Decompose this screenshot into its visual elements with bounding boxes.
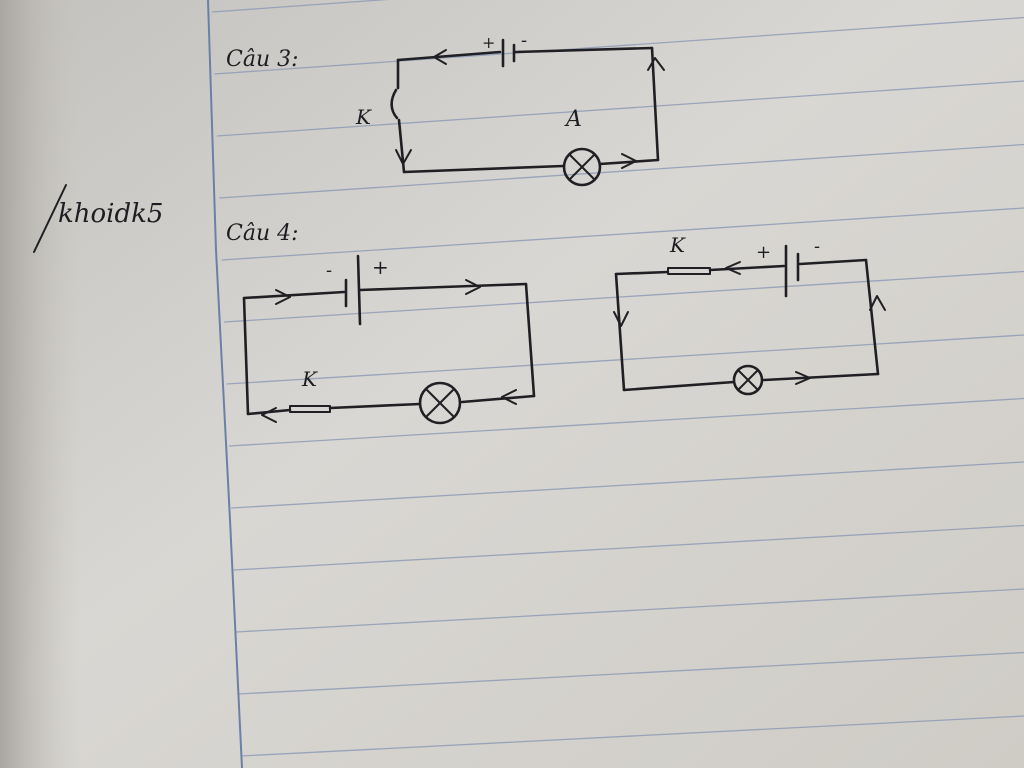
q4l-arrow-bottom-right	[501, 389, 517, 405]
q3-arrow-bottom	[621, 153, 637, 169]
ruled-line	[228, 397, 1024, 447]
q4l-arrow-bottom-left	[261, 407, 277, 423]
q4l-wire-left	[242, 296, 250, 416]
circuit-q4-left: - + K	[242, 254, 536, 425]
q4r-wire-top-mid	[708, 264, 786, 272]
ruled-line	[219, 143, 1024, 199]
q4r-battery-plus: +	[756, 242, 771, 263]
q3-switch	[390, 88, 399, 120]
q4r-lamp	[732, 364, 764, 396]
ruled-line	[231, 461, 1024, 509]
question-4-heading: Câu 4:	[226, 221, 299, 246]
ruled-line	[235, 588, 1024, 633]
question-3-heading: Câu 3:	[226, 47, 299, 72]
q3-arrow-right	[647, 57, 665, 71]
q3-arrow-left	[395, 149, 412, 165]
q3-wire-right	[650, 46, 660, 162]
q4r-wire-top-right	[798, 258, 868, 266]
q4r-arrow-top	[725, 261, 741, 275]
q4l-wire-bottom-right	[460, 394, 536, 404]
q3-battery-plus: +	[482, 33, 495, 52]
q4l-wire-top-left	[242, 290, 346, 300]
q4r-arrow-bottom	[795, 371, 811, 385]
q4r-arrow-left	[613, 311, 629, 327]
circuit-q4-right: + - K	[613, 233, 886, 396]
ruled-line	[226, 334, 1024, 385]
ruled-line	[233, 524, 1024, 571]
margin-line	[207, 0, 243, 768]
q4r-wire-bottom-left	[622, 380, 736, 392]
q4l-arrow-top-left	[275, 289, 291, 305]
q3-wire-top-left	[396, 50, 502, 62]
q4r-arrow-right	[869, 295, 886, 311]
q4r-wire-right	[864, 258, 880, 376]
q3-switch-label: K	[355, 105, 372, 129]
ruled-line	[216, 80, 1024, 137]
q4r-switch-label: K	[669, 233, 686, 257]
q3-wire-top-right	[514, 46, 654, 54]
ruled-line	[221, 207, 1024, 261]
ruled-line	[211, 0, 390, 13]
q4l-battery-long-plate	[356, 254, 362, 326]
q3-ammeter-label: A	[564, 107, 582, 132]
margin-note: khoidk5	[33, 184, 163, 253]
q4l-wire-right	[524, 282, 536, 398]
q3-arrow-top	[433, 49, 447, 65]
ruled-line	[238, 651, 1024, 695]
circuit-q3: + - K A	[355, 30, 665, 187]
q3-lamp	[562, 147, 602, 187]
q4r-wire-left	[614, 272, 626, 392]
q3-battery-minus: -	[521, 30, 527, 51]
q4l-wire-bottom-mid	[328, 402, 422, 410]
q4l-switch-label: K	[301, 367, 318, 391]
ruled-line	[240, 715, 1024, 757]
ruled-lines	[211, 0, 1024, 757]
margin-note-text: khoidk5	[58, 199, 163, 229]
q3-wire-bottom-right	[598, 158, 660, 166]
ruled-line	[223, 270, 1024, 323]
q4l-battery-minus: -	[326, 260, 332, 281]
q3-wire-bottom-left	[402, 164, 565, 174]
q4l-battery-plus: +	[372, 255, 389, 279]
q4l-wire-top-right	[358, 282, 528, 292]
q4r-wire-top-left	[614, 270, 670, 276]
paper-left-shadow	[0, 0, 80, 768]
q4l-arrow-top-right	[465, 279, 481, 295]
q4r-wire-bottom-right	[762, 372, 880, 382]
q4r-battery-minus: -	[814, 236, 820, 257]
ruled-line	[214, 16, 1024, 75]
